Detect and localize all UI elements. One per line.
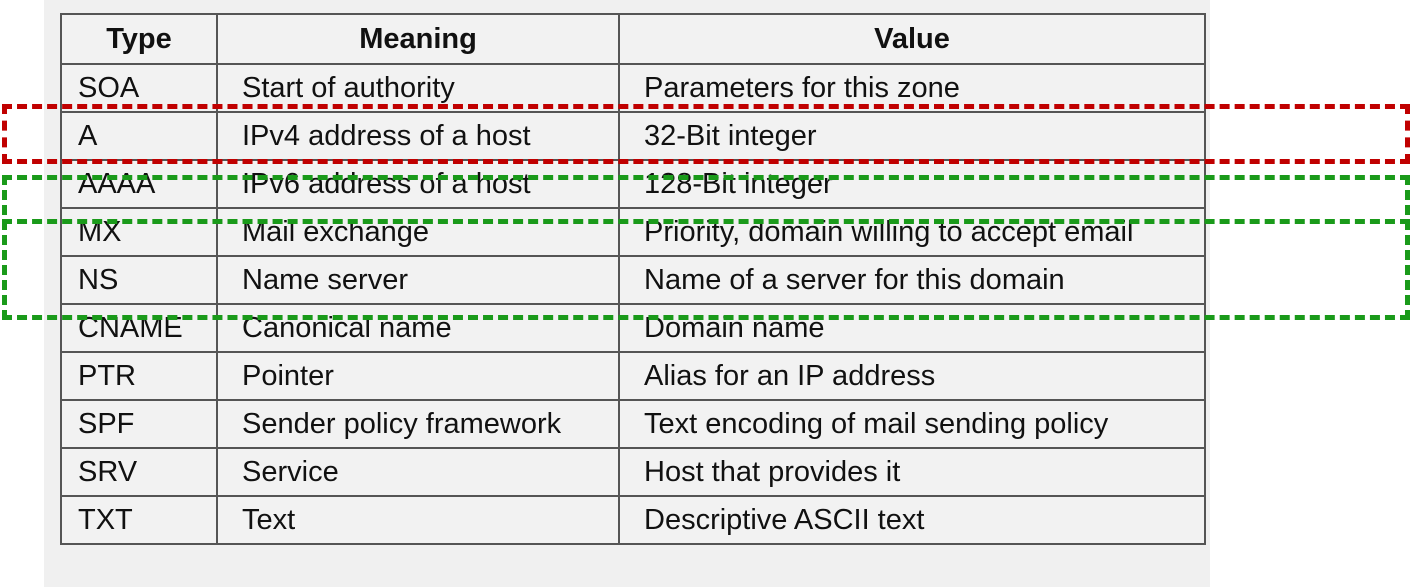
cell-value: Descriptive ASCII text xyxy=(618,495,1206,545)
cell-type: AAAA xyxy=(60,159,218,209)
dns-record-types-table: Type Meaning Value SOA Start of authorit… xyxy=(60,13,1206,545)
cell-meaning: Pointer xyxy=(216,351,620,401)
header-value: Value xyxy=(618,13,1206,65)
cell-meaning: Service xyxy=(216,447,620,497)
table-row: SRV Service Host that provides it xyxy=(60,447,1206,497)
cell-type: SPF xyxy=(60,399,218,449)
header-type: Type xyxy=(60,13,218,65)
cell-type: SRV xyxy=(60,447,218,497)
cell-value: Host that provides it xyxy=(618,447,1206,497)
cell-value: 32-Bit integer xyxy=(618,111,1206,161)
header-meaning: Meaning xyxy=(216,13,620,65)
cell-value: Parameters for this zone xyxy=(618,63,1206,113)
cell-meaning: IPv4 address of a host xyxy=(216,111,620,161)
table-header-row: Type Meaning Value xyxy=(60,13,1206,65)
cell-value: Text encoding of mail sending policy xyxy=(618,399,1206,449)
table-row: SPF Sender policy framework Text encodin… xyxy=(60,399,1206,449)
cell-meaning: Name server xyxy=(216,255,620,305)
table-row: AAAA IPv6 address of a host 128-Bit inte… xyxy=(60,159,1206,209)
cell-type: SOA xyxy=(60,63,218,113)
cell-meaning: Canonical name xyxy=(216,303,620,353)
cell-type: PTR xyxy=(60,351,218,401)
table-row: PTR Pointer Alias for an IP address xyxy=(60,351,1206,401)
cell-type: TXT xyxy=(60,495,218,545)
cell-meaning: Text xyxy=(216,495,620,545)
cell-meaning: Mail exchange xyxy=(216,207,620,257)
cell-type: A xyxy=(60,111,218,161)
cell-meaning: Sender policy framework xyxy=(216,399,620,449)
table-row: CNAME Canonical name Domain name xyxy=(60,303,1206,353)
table-row: MX Mail exchange Priority, domain willin… xyxy=(60,207,1206,257)
table-row: A IPv4 address of a host 32-Bit integer xyxy=(60,111,1206,161)
cell-meaning: Start of authority xyxy=(216,63,620,113)
cell-type: MX xyxy=(60,207,218,257)
table-row: NS Name server Name of a server for this… xyxy=(60,255,1206,305)
cell-meaning: IPv6 address of a host xyxy=(216,159,620,209)
table-row: SOA Start of authority Parameters for th… xyxy=(60,63,1206,113)
table-row: TXT Text Descriptive ASCII text xyxy=(60,495,1206,545)
cell-value: 128-Bit integer xyxy=(618,159,1206,209)
cell-value: Name of a server for this domain xyxy=(618,255,1206,305)
cell-value: Priority, domain willing to accept email xyxy=(618,207,1206,257)
cell-type: NS xyxy=(60,255,218,305)
cell-value: Domain name xyxy=(618,303,1206,353)
cell-value: Alias for an IP address xyxy=(618,351,1206,401)
cell-type: CNAME xyxy=(60,303,218,353)
